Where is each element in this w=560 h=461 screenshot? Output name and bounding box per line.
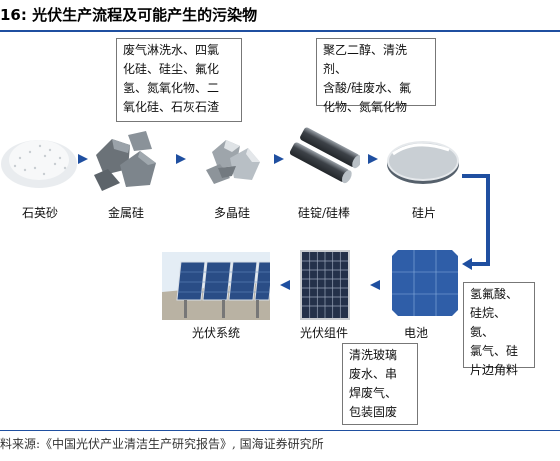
- pollutant-box-silicon: 废气淋洗水、四氯 化硅、硅尘、氟化 氢、氮氧化物、二 氧化硅、石灰石渣: [116, 38, 242, 122]
- stage-label-ingot-rod: 硅锭/硅棒: [297, 206, 351, 220]
- stage-label-polysilicon: 多晶硅: [213, 206, 250, 220]
- footer-divider: [0, 430, 560, 431]
- figure-title: 16: 光伏生产流程及可能产生的污染物: [0, 6, 258, 24]
- arrow-wafer-to-cell: [462, 174, 490, 270]
- title-divider: [0, 30, 560, 32]
- quartz-sand-image: [1, 140, 77, 188]
- arrow-polysilicon-to-ingot: [274, 154, 284, 164]
- arrow-ingot-to-wafer: [368, 154, 378, 164]
- solar-cell-image: [392, 250, 458, 316]
- stage-label-metal-silicon: 金属硅: [107, 206, 144, 220]
- pollutant-box-ingot: 聚乙二醇、清洗剂、 含酸/硅废水、氟 化物、氮氧化物: [316, 38, 436, 114]
- arrow-module-to-system: [280, 280, 290, 290]
- wafer-image: [387, 141, 459, 184]
- stage-label-cell: 电池: [403, 326, 428, 340]
- arrow-quartz-to-silicon: [78, 154, 88, 164]
- pv-system-image: [162, 252, 270, 320]
- arrow-silicon-to-polysilicon: [176, 154, 186, 164]
- stage-label-wafer: 硅片: [411, 206, 436, 220]
- arrow-cell-to-module: [370, 280, 380, 290]
- polysilicon-image: [206, 140, 260, 184]
- pv-module-image: [300, 250, 350, 320]
- source-note: 料来源:《中国光伏产业清洁生产研究报告》, 国海证券研究所: [0, 437, 324, 451]
- stage-label-quartz-sand: 石英砂: [21, 206, 58, 220]
- stage-label-system: 光伏系统: [191, 326, 240, 340]
- pollutant-box-cell: 氢氟酸、 硅烷、氨、 氯气、硅 片边角料: [463, 282, 535, 377]
- ingot-rod-image: [289, 127, 360, 184]
- pollutant-box-module: 清洗玻璃 废水、串 焊废气、 包装固废: [342, 343, 418, 425]
- stage-label-module: 光伏组件: [299, 326, 348, 340]
- metal-silicon-image: [94, 131, 156, 191]
